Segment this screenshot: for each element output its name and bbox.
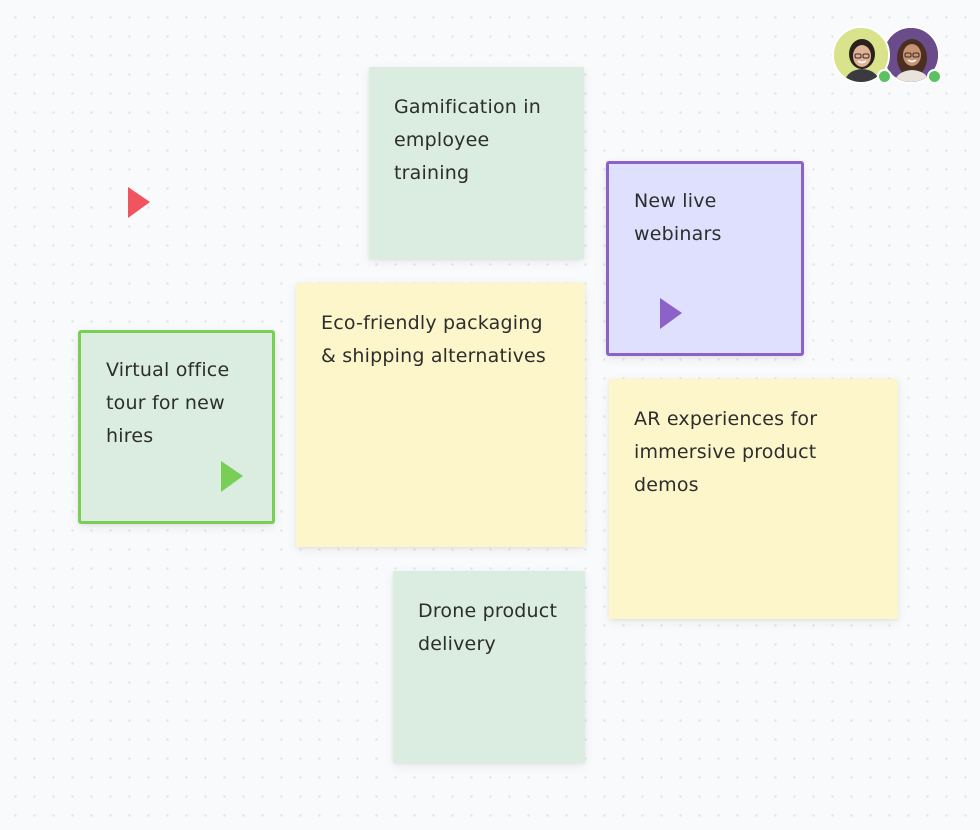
- sticky-note-text: Drone product delivery: [418, 600, 558, 655]
- cursor-arrow-icon: [128, 187, 150, 218]
- online-status-dot: [877, 69, 892, 84]
- sticky-note-text: Gamification in employee training: [394, 96, 541, 184]
- sticky-note-text: AR experiences for immersive product dem…: [634, 408, 818, 496]
- sticky-note-gamification[interactable]: Gamification in employee training: [369, 67, 584, 259]
- sticky-note-text: New live webinars: [634, 190, 722, 245]
- collaborator-cursor-purple: [658, 297, 684, 331]
- collaborator-avatar-1[interactable]: [832, 26, 892, 86]
- sticky-note-text: Virtual office tour for new hires: [106, 359, 230, 447]
- cursor-arrow-icon: [221, 461, 243, 492]
- sticky-note-virtual-office-tour[interactable]: Virtual office tour for new hires: [78, 330, 275, 524]
- sticky-note-drone-delivery[interactable]: Drone product delivery: [393, 571, 585, 763]
- collaborator-cursor-red: [126, 186, 152, 220]
- user-avatar-icon: [832, 26, 890, 84]
- online-status-dot: [927, 69, 942, 84]
- sticky-note-webinars[interactable]: New live webinars: [606, 161, 804, 356]
- sticky-note-ar-experiences[interactable]: AR experiences for immersive product dem…: [609, 379, 898, 619]
- collaborator-avatars: [832, 26, 942, 88]
- collaborator-cursor-green: [219, 460, 245, 494]
- sticky-note-eco-packaging[interactable]: Eco-friendly packaging & shipping altern…: [296, 283, 585, 547]
- cursor-arrow-icon: [660, 298, 682, 329]
- sticky-note-text: Eco-friendly packaging & shipping altern…: [321, 312, 547, 367]
